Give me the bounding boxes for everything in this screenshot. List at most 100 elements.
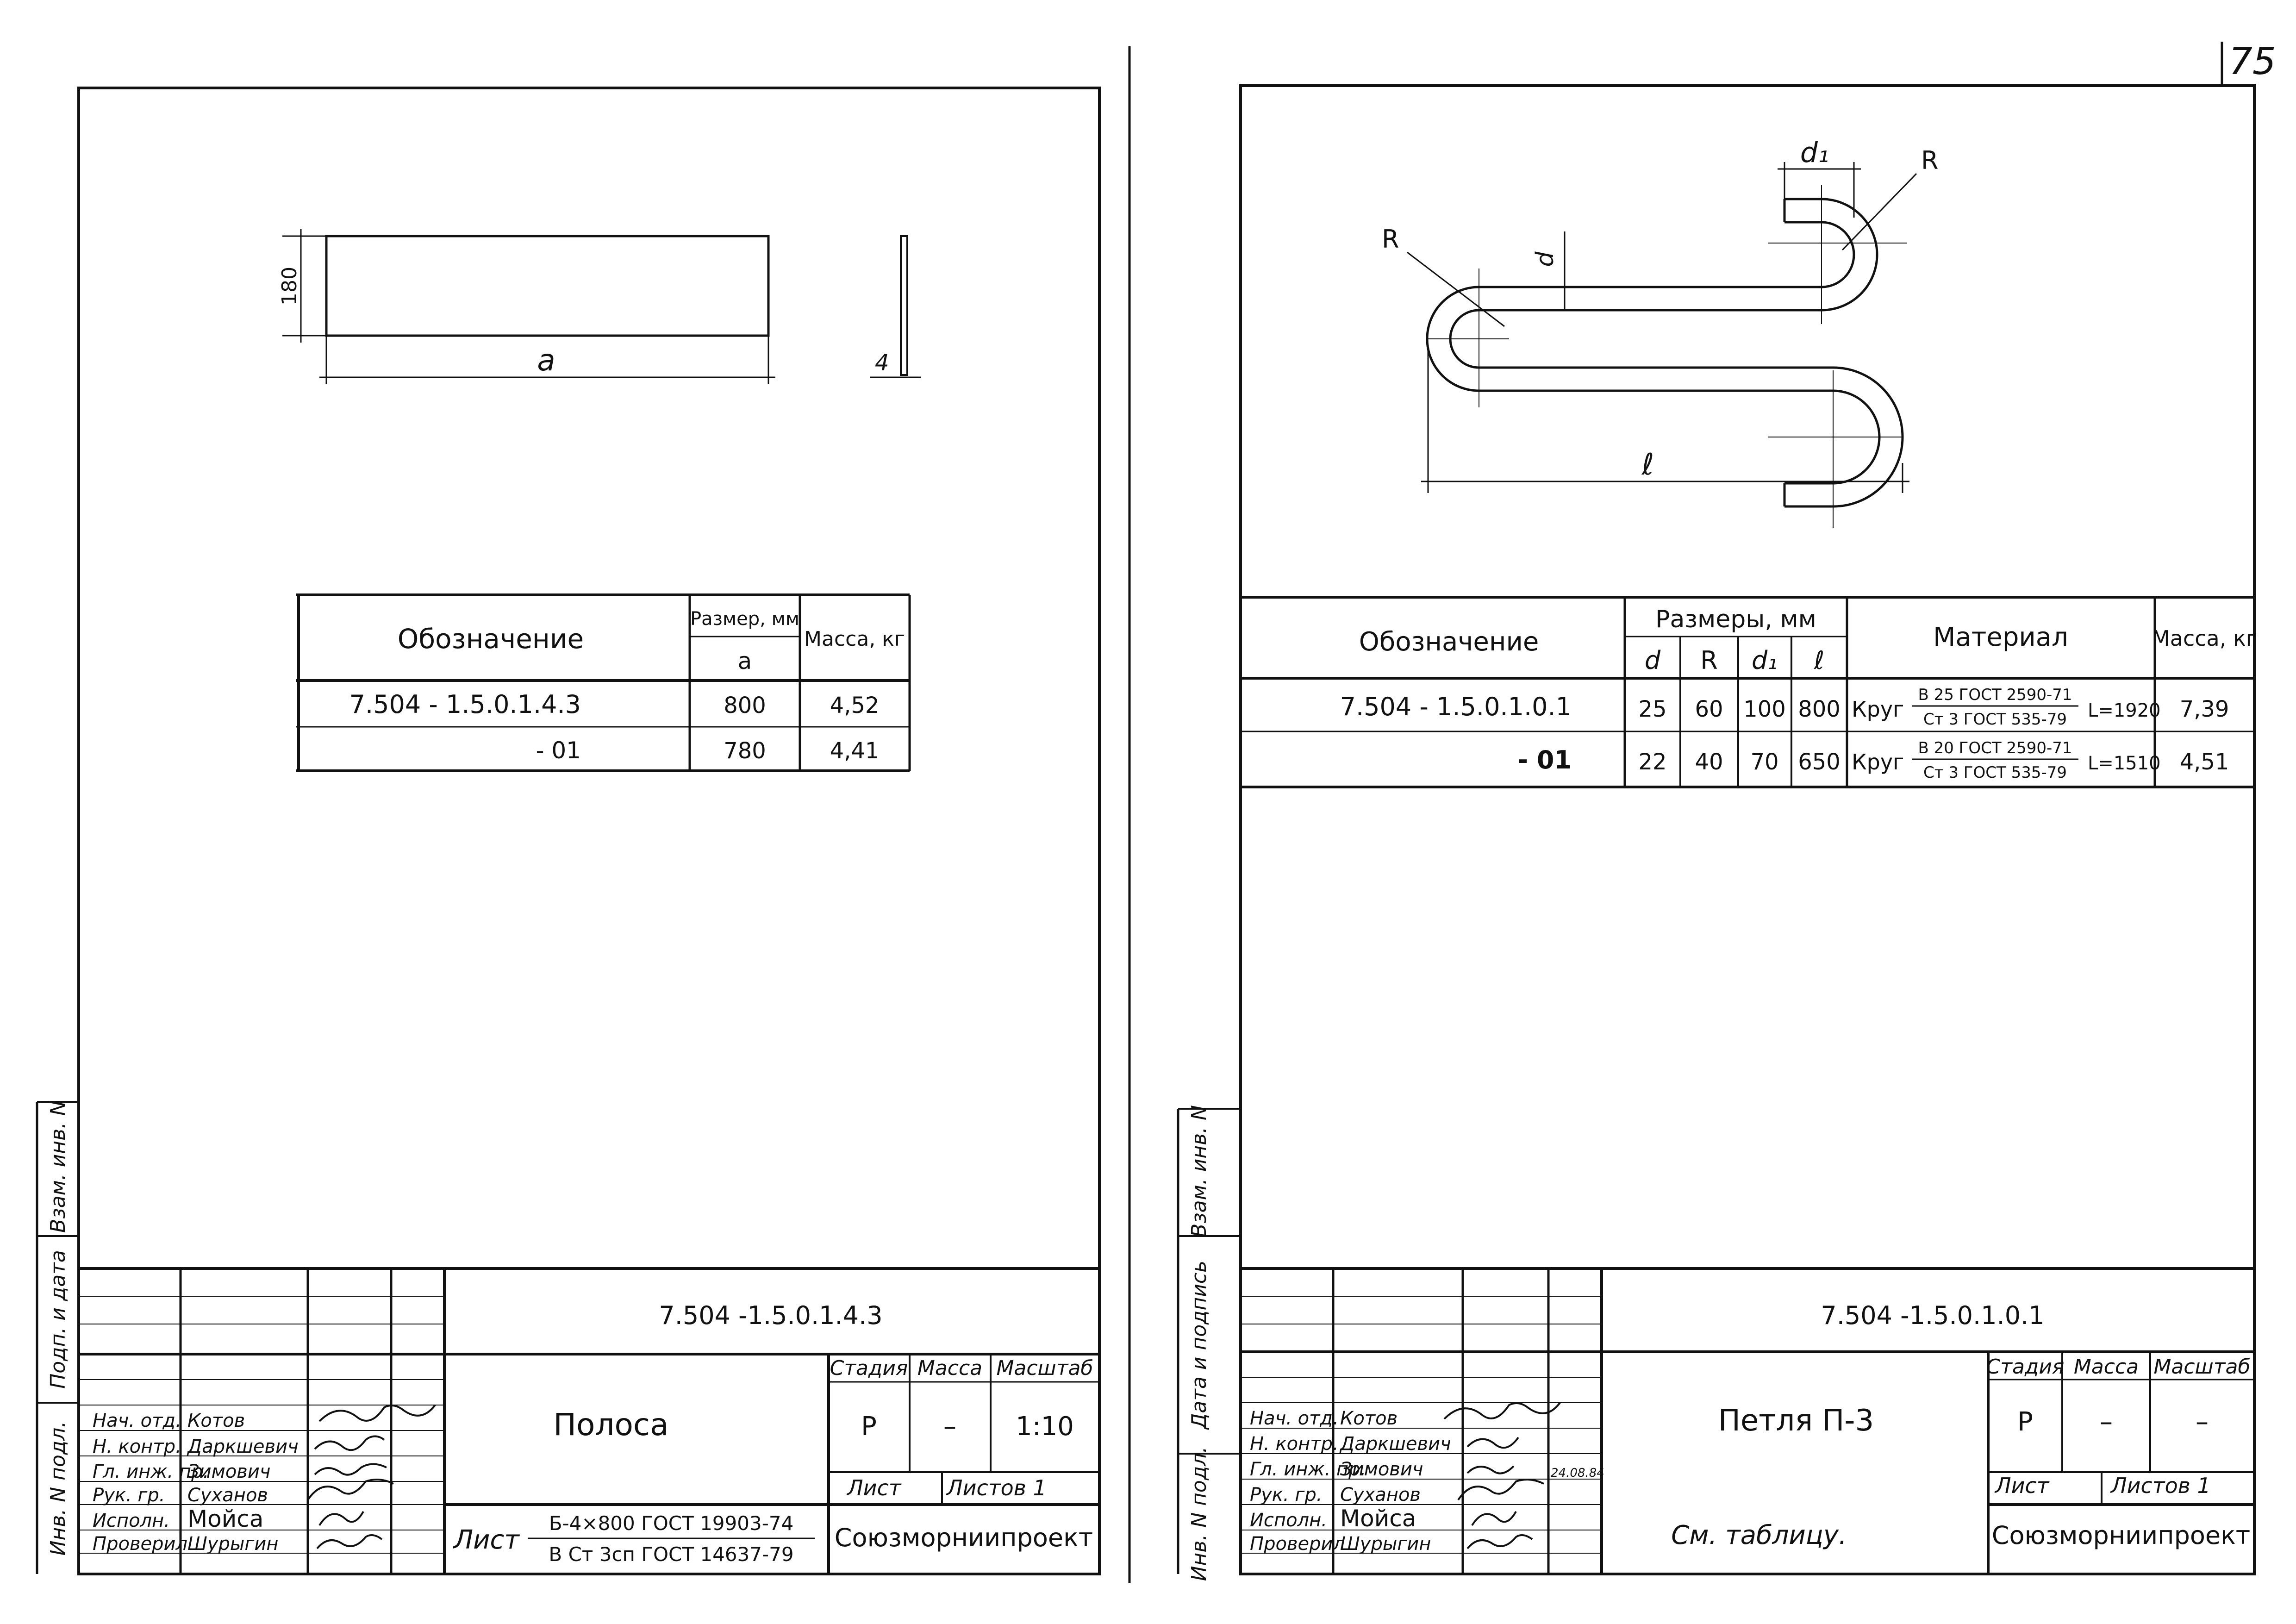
loop-dimension-r-left: R [1382, 225, 1399, 254]
left-table-row-2-designation: - 01 [536, 737, 581, 764]
left-table-row-2-mass: 4,41 [830, 738, 880, 764]
right-title-scale: – [2196, 1407, 2209, 1437]
right-table-row-1-d: 25 [1638, 696, 1666, 722]
loop-dimension-d: d [1531, 251, 1559, 267]
signature-mark [318, 1511, 364, 1526]
left-table: Обозначение Размер, мм a Масса, кг 7.504… [296, 593, 911, 772]
right-side-label-inventory: Инв. N подл. [1187, 1447, 1211, 1581]
signature-mark [314, 1463, 387, 1476]
right-title-organization: Союзморниипроект [1992, 1521, 2250, 1550]
left-title-mass: – [943, 1412, 956, 1442]
right-table-row-1-mass: 7,39 [2180, 696, 2229, 722]
right-sheet-frame [1239, 84, 2256, 1575]
right-side-label-signature: Дата и подпись [1187, 1261, 1211, 1430]
right-table-row-1-d1: 100 [1743, 696, 1786, 722]
right-title-stage-label: Стадия [1986, 1355, 2065, 1379]
signature-mark [1466, 1534, 1533, 1549]
right-table-row-2-d: 22 [1638, 749, 1666, 775]
left-staff-role-2: Н. контр. [93, 1436, 181, 1457]
left-title-organization: Союзморниипроект [835, 1523, 1093, 1552]
left-staff-role-4: Рук. гр. [93, 1485, 165, 1506]
right-table-row-1-material-prefix: Круг [1852, 697, 1904, 722]
right-table-header-designation: Обозначение [1359, 627, 1539, 657]
right-title-material: См. таблицу. [1671, 1520, 1847, 1550]
left-title-scale-label: Масштаб [996, 1356, 1093, 1380]
plate-drawing: 180 a 4 [278, 229, 921, 384]
right-table-row-2-material-top: В 20 ГОСТ 2590-71 [1918, 739, 2072, 757]
left-staff-role-1: Нач. отд. [93, 1410, 181, 1431]
right-staff-role-4: Рук. гр. [1250, 1484, 1323, 1505]
right-title-code: 7.504 -1.5.0.1.0.1 [1821, 1301, 2044, 1330]
left-table-row-1-designation: 7.504 - 1.5.0.1.4.3 [349, 690, 581, 719]
left-table-row-1-a: 800 [724, 693, 766, 718]
loop-dimension-d1: d₁ [1800, 137, 1829, 169]
loop-dimension-r-top: R [1921, 146, 1939, 175]
right-staff-name-1: Котов [1340, 1408, 1398, 1429]
left-title-material-bottom: В Ст 3сп ГОСТ 14637-79 [549, 1543, 793, 1566]
right-table-row-2-material-length: L=1510 [2088, 753, 2161, 774]
left-sheet-frame [77, 87, 1101, 1575]
left-title-stage-label: Стадия [830, 1356, 908, 1380]
left-staff-name-3: Зимович [187, 1461, 271, 1482]
left-staff-role-3: Гл. инж. пр. [93, 1461, 209, 1482]
right-table-subheader-l: ℓ [1814, 646, 1824, 675]
right-staff-role-3: Гл. инж. пр. [1250, 1459, 1366, 1480]
signature-mark [1443, 1402, 1561, 1420]
left-staff-role-6: Проверил [93, 1533, 187, 1555]
right-table-header-material: Материал [1933, 622, 2068, 652]
right-title-stage: Р [2017, 1407, 2033, 1437]
plate-height-dimension: 180 [278, 267, 301, 306]
right-table-row-2-mass: 4,51 [2180, 749, 2229, 775]
right-staff-name-4: Суханов [1340, 1484, 1421, 1505]
left-title-stage: Р [861, 1412, 877, 1442]
right-table-row-2-material-bottom: Ст 3 ГОСТ 535-79 [1923, 763, 2067, 782]
right-staff-role-5: Исполн. [1250, 1510, 1327, 1531]
left-side-label-inventory: Инв. N подл. [46, 1421, 70, 1556]
signature-mark [1471, 1511, 1517, 1526]
left-staff-name-5: Мойса [187, 1505, 263, 1532]
right-side-label-replacement: Взам. инв. N [1187, 1105, 1211, 1237]
right-staff-name-6: Шурыгин [1340, 1533, 1431, 1555]
left-table-row-1-mass: 4,52 [830, 693, 880, 718]
right-staff-name-3: Зимович [1340, 1459, 1423, 1480]
loop-drawing: d₁ R R d ℓ [1382, 137, 1939, 528]
right-table-row-1-designation: 7.504 - 1.5.0.1.0.1 [1340, 692, 1572, 721]
right-staff-name-2: Даркшевич [1339, 1433, 1451, 1455]
right-staff-role-6: Проверил [1250, 1533, 1345, 1555]
right-table-subheader-d: d [1645, 646, 1661, 675]
right-table-row-1-material-top: В 25 ГОСТ 2590-71 [1918, 686, 2072, 704]
right-table-row-1-r: 60 [1695, 696, 1723, 722]
left-title-material-top: Б-4×800 ГОСТ 19903-74 [549, 1512, 794, 1535]
signature-mark [1457, 1479, 1544, 1501]
right-title-sheets-label: Листов 1 [2110, 1473, 2211, 1498]
loop-dimension-l: ℓ [1641, 448, 1654, 482]
right-table-header-mass: Масса, кг [2152, 626, 2257, 651]
left-staff-name-4: Суханов [187, 1485, 268, 1506]
right-title-mass: – [2100, 1407, 2113, 1437]
page-number: 75 [2229, 40, 2276, 83]
left-staff-role-5: Исполн. [93, 1510, 170, 1531]
right-table-row-1-material-length: L=1920 [2088, 700, 2161, 721]
left-table-row-2-a: 780 [724, 738, 766, 764]
signature-mark [307, 1479, 394, 1501]
left-title-block: 7.504 -1.5.0.1.4.3 Полоса Стадия Масса М… [79, 1267, 1099, 1574]
right-title-scale-label: Масштаб [2153, 1355, 2250, 1379]
right-title-date: 24.08.84 [1551, 1466, 1604, 1480]
right-title-sheet-label: Лист [1994, 1473, 2050, 1498]
left-side-label-replacement: Взам. инв. N [46, 1100, 70, 1233]
left-title-sheets-label: Листов 1 [946, 1475, 1047, 1500]
right-table-subheader-r: R [1700, 646, 1718, 675]
left-staff-name-2: Даркшевич [187, 1436, 299, 1457]
left-title-mass-label: Масса [917, 1356, 982, 1380]
left-table-header-size-sub: a [738, 648, 752, 675]
right-table-subheader-d1: d₁ [1752, 646, 1778, 675]
right-table-row-1-l: 800 [1798, 696, 1841, 722]
right-title-name: Петля П-3 [1718, 1404, 1874, 1438]
right-staff-role-2: Н. контр. [1250, 1433, 1339, 1455]
right-staff-name-5: Мойса [1340, 1505, 1416, 1532]
right-sheet: Взам. инв. N Дата и подпись Инв. N подл.… [1177, 84, 2257, 1581]
right-title-mass-label: Масса [2074, 1355, 2139, 1379]
right-table-row-2-l: 650 [1798, 749, 1841, 775]
left-table-header-designation: Обозначение [398, 623, 584, 655]
left-title-sheet-label: Лист [846, 1475, 902, 1500]
